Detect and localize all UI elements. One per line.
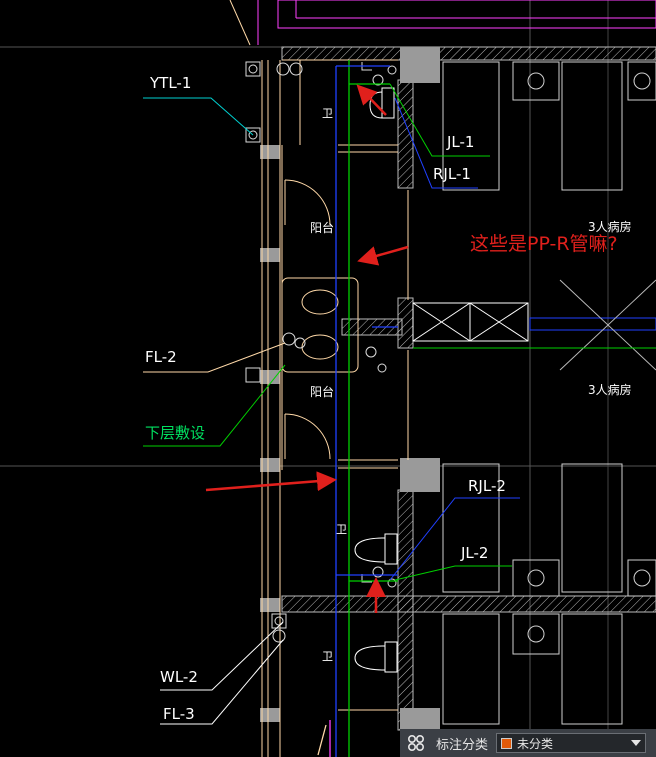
- structural-columns: [260, 47, 440, 738]
- annotation-category-toolbar: 标注分类 未分类: [400, 729, 656, 757]
- label-ytl-1: YTL-1: [149, 74, 191, 92]
- pipe-symbols: [245, 61, 397, 643]
- label-rjl-1: RJL-1: [433, 165, 471, 183]
- arrow-pointing-balcony-pipe: [357, 245, 409, 266]
- balcony-facade: [261, 59, 409, 757]
- label-jl-1: JL-1: [446, 133, 474, 151]
- label-balcony-top: 阳台: [310, 220, 334, 235]
- label-fl-3: FL-3: [163, 705, 195, 723]
- pipe-lines: [317, 60, 398, 757]
- label-wc-top: 卫: [322, 107, 333, 120]
- category-color-swatch: [501, 737, 513, 749]
- label-jl-2: JL-2: [460, 544, 488, 562]
- label-ward-top: 3人病房: [588, 219, 632, 234]
- label-layer-below: 下层敷设: [145, 424, 205, 442]
- duct-corridor: [412, 279, 656, 371]
- label-rjl-2: RJL-2: [468, 477, 506, 495]
- arrow-pointing-blue-riser: [205, 471, 337, 492]
- annotation-category-select[interactable]: 未分类: [496, 733, 647, 753]
- grid-four-circles-icon[interactable]: [406, 733, 426, 753]
- red-arrows: [205, 84, 409, 613]
- label-fl-2: FL-2: [145, 348, 177, 366]
- label-ward-bottom: 3人病房: [588, 382, 632, 397]
- leader-lines: [143, 83, 520, 725]
- upper-building-outline: [229, 0, 656, 46]
- label-wl-2: WL-2: [160, 668, 198, 686]
- arrow-pointing-jl1: [356, 84, 387, 116]
- ward-room-outlines: [442, 61, 656, 725]
- label-wc-bottom: 卫: [322, 650, 333, 663]
- annotation-category-label: 标注分类: [436, 737, 489, 753]
- annotation-category-value: 未分类: [517, 736, 554, 751]
- chevron-down-icon[interactable]: [631, 740, 642, 746]
- question-annotation: 这些是PP-R管嘛?: [470, 233, 618, 255]
- label-wc-mid: 卫: [336, 523, 347, 536]
- label-balcony-bottom: 阳台: [310, 384, 334, 399]
